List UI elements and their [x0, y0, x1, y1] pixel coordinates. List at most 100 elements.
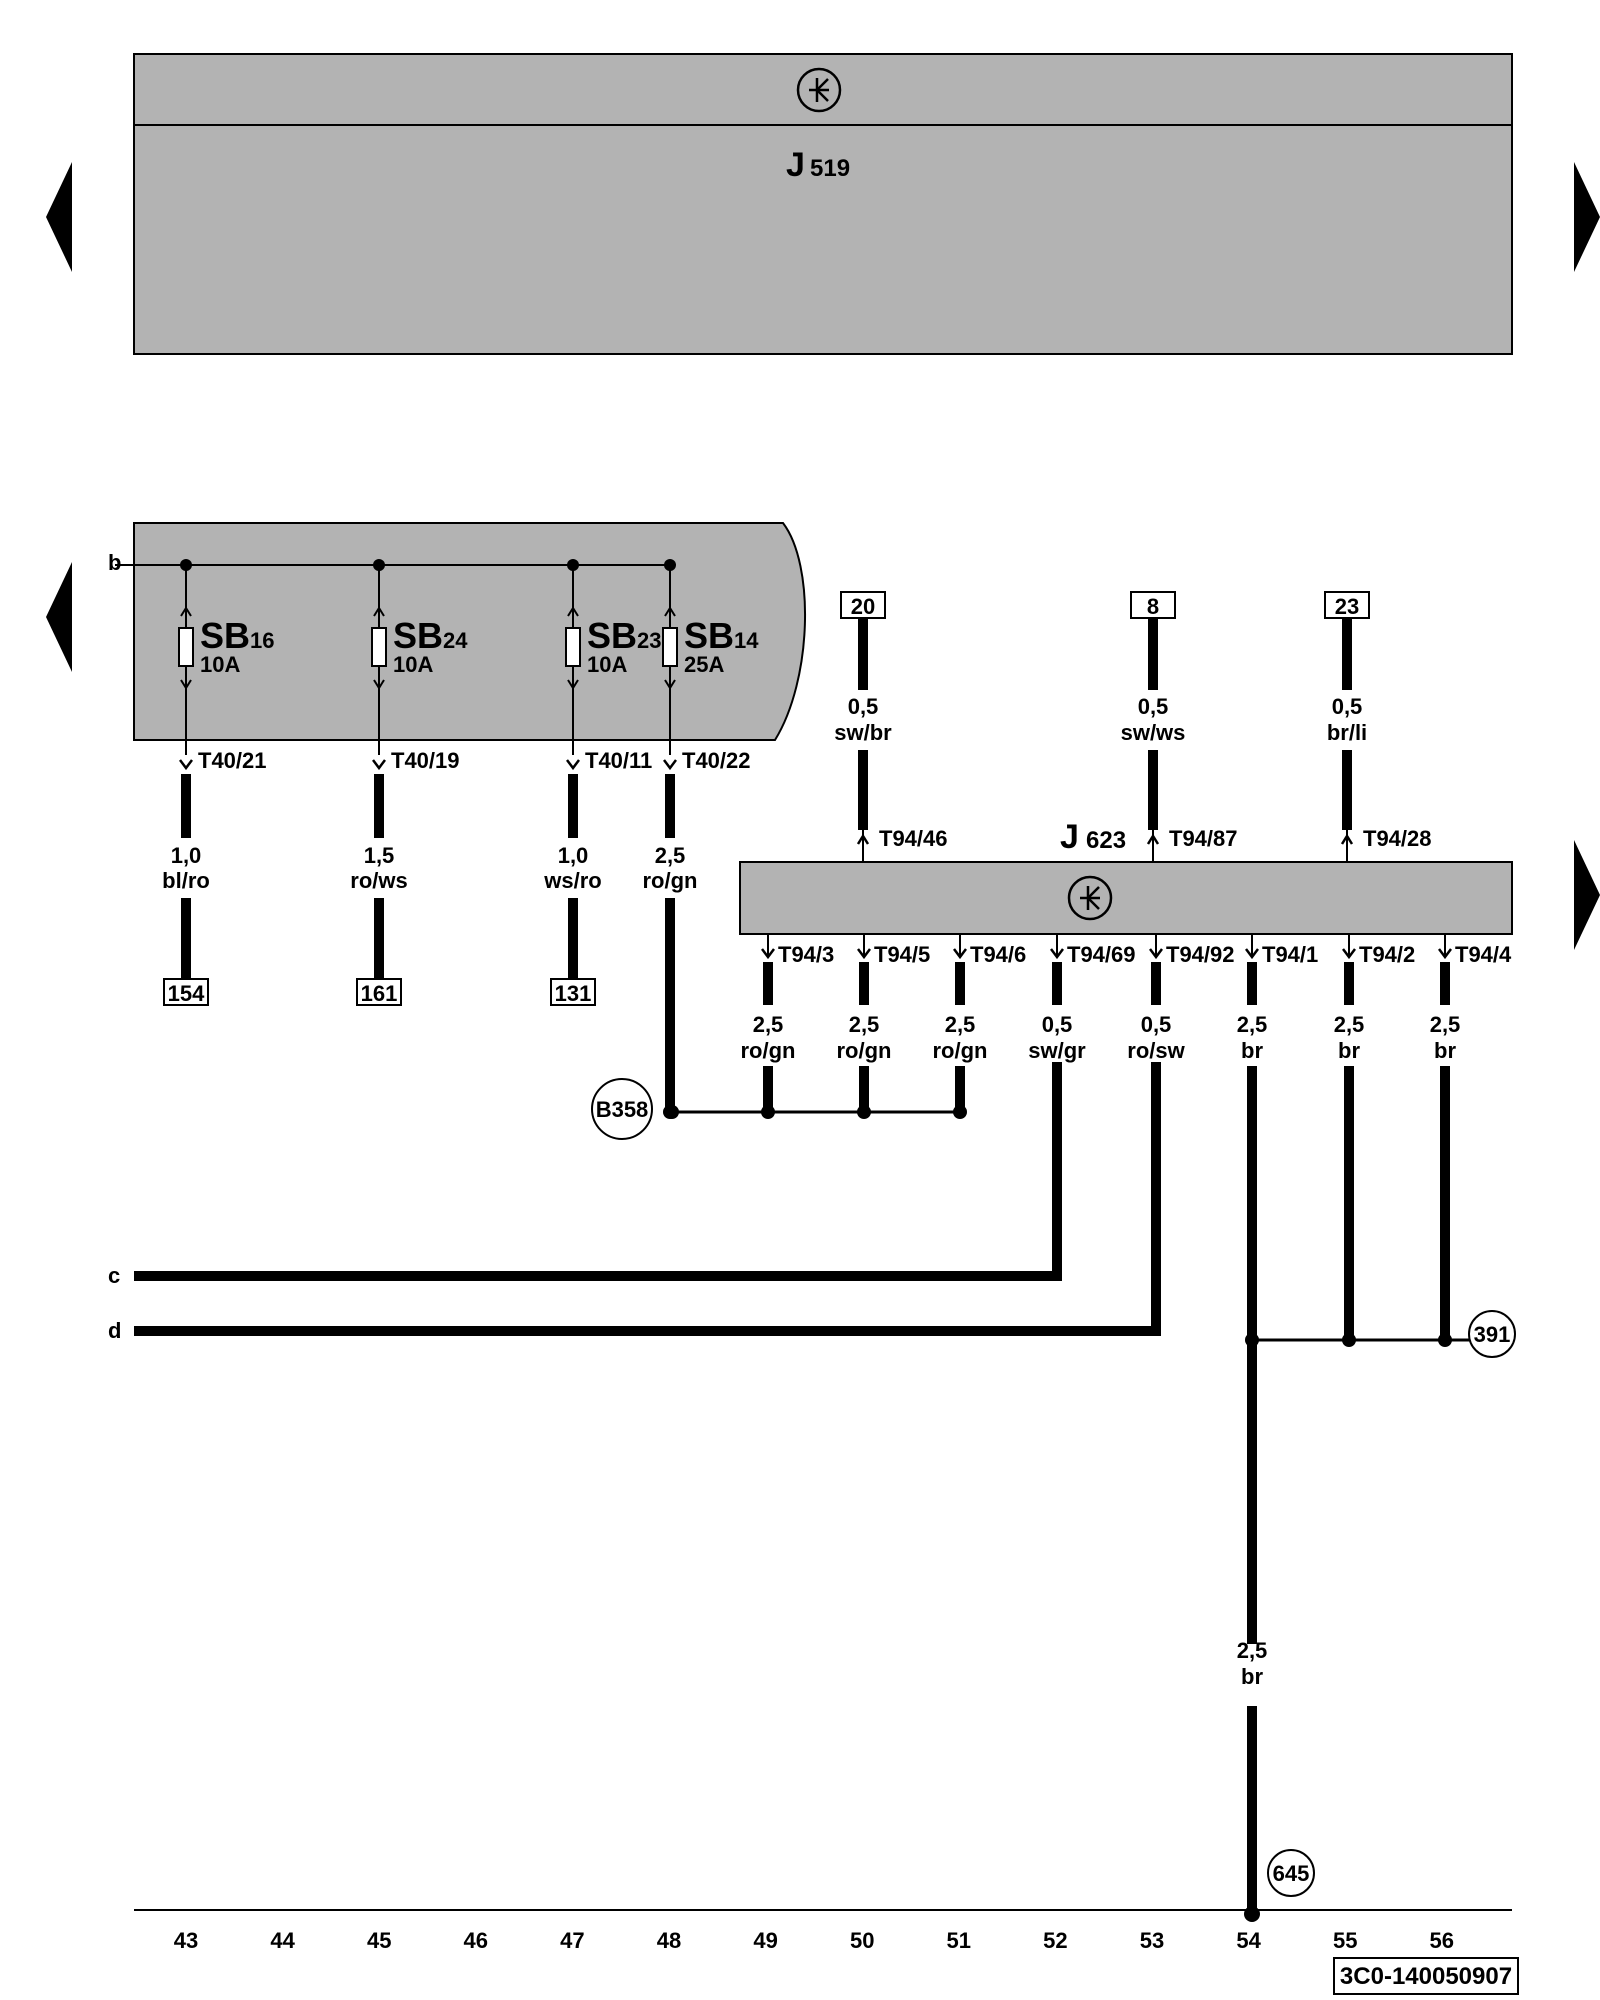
column-number: 49	[753, 1928, 777, 1953]
bottom-wire-size: 2,5	[753, 1012, 784, 1037]
pin-arrow-icon	[1342, 948, 1356, 960]
pin-arrow-icon	[1050, 948, 1064, 960]
fuse-pin-label: T40/21	[198, 748, 267, 773]
electronic-unit-icon	[1067, 875, 1113, 921]
pin-arrow-icon	[953, 948, 967, 960]
fuse-label-index: 24	[443, 628, 468, 653]
pin-arrow-icon	[857, 948, 871, 960]
ground-wire-size: 2,5	[1237, 1638, 1268, 1663]
column-number: 50	[850, 1928, 874, 1953]
bottom-pin-label: T94/5	[874, 942, 930, 967]
connection-label-b358: B358	[596, 1097, 649, 1122]
fuse-ref-box-label: 161	[361, 981, 398, 1006]
top-pin-label: T94/87	[1169, 826, 1238, 851]
column-number: 44	[270, 1928, 295, 1953]
fuse-label: SB	[393, 615, 443, 656]
column-number: 54	[1236, 1928, 1261, 1953]
bottom-wire-color: sw/gr	[1028, 1038, 1086, 1063]
bottom-wire-color: br	[1338, 1038, 1360, 1063]
top-wire-color: sw/br	[834, 720, 892, 745]
pin-arrow-icon	[761, 948, 775, 960]
top-ref-box-label: 20	[851, 594, 875, 619]
control-unit-j519: J 519	[133, 53, 1513, 355]
fuse-icon	[371, 627, 387, 667]
pin-arrow-icon	[1245, 948, 1259, 960]
j623-bottom-output: T94/6 2,5ro/gn	[933, 934, 1026, 1112]
pin-arrow-icon	[1340, 833, 1354, 845]
bottom-pin-label: T94/92	[1166, 942, 1235, 967]
top-ref-box: 20	[840, 591, 886, 619]
side-label-b: b	[108, 550, 121, 575]
fuse-rating: 10A	[587, 652, 627, 677]
prev-page-arrow-icon-lower[interactable]	[46, 562, 72, 672]
j623-bottom-output: T94/690,5sw/gr	[1028, 934, 1136, 1063]
pin-arrow-icon	[179, 759, 193, 771]
prev-page-arrow-icon[interactable]	[46, 162, 72, 272]
diagram-reference-number: 3C0-140050907	[1340, 1963, 1512, 1990]
j623-label-index: 623	[1086, 827, 1126, 854]
fuse-wire-size: 2,5	[655, 843, 686, 868]
top-ref-box-label: 23	[1335, 594, 1359, 619]
column-number: 46	[464, 1928, 488, 1953]
top-wire-color: br/li	[1327, 720, 1367, 745]
connection-point-b358: B358	[591, 1078, 653, 1140]
fuse-label-index: 23	[637, 628, 661, 653]
bottom-pin-label: T94/6	[970, 942, 1026, 967]
fuse-pin-label: T40/19	[391, 748, 460, 773]
connection-point-645: 645	[1267, 1849, 1315, 1897]
pin-arrow-icon	[1146, 833, 1160, 845]
pin-arrow-icon	[566, 759, 580, 771]
connection-label-645: 645	[1273, 1861, 1310, 1886]
fuse-wire-color: ro/ws	[350, 868, 407, 893]
fuse-label-index: 14	[734, 628, 759, 653]
fuse-ref-box: 154	[163, 978, 209, 1006]
fuse-label: SB	[684, 615, 734, 656]
bottom-wire-size: 2,5	[945, 1012, 976, 1037]
fuse-rating: 25A	[684, 652, 724, 677]
fuse-wire-size: 1,0	[558, 843, 589, 868]
bottom-wire-color: ro/gn	[741, 1038, 796, 1063]
j519-label: J	[786, 146, 805, 184]
connection-label-391: 391	[1474, 1322, 1511, 1347]
j623-bottom-output: T94/52,5ro/gn	[837, 934, 930, 1112]
bottom-pin-label: T94/2	[1359, 942, 1415, 967]
bottom-wire-size: 2,5	[1334, 1012, 1365, 1037]
j623-bottom-output: T94/920,5ro/sw	[1127, 934, 1235, 1063]
control-unit-j623: J 623	[739, 818, 1513, 935]
bottom-pin-label: T94/3	[778, 942, 834, 967]
bottom-pin-label: T94/4	[1455, 942, 1512, 967]
pin-arrow-icon	[663, 759, 677, 771]
fuse-icon	[565, 627, 581, 667]
fuse-wire-size: 1,0	[171, 843, 202, 868]
column-number: 51	[947, 1928, 971, 1953]
bottom-wire-size: 2,5	[1237, 1012, 1268, 1037]
bottom-pin-label: T94/69	[1067, 942, 1136, 967]
fuse-rating: 10A	[200, 652, 240, 677]
pin-arrow-icon	[1149, 948, 1163, 960]
fuse-wire-color: ro/gn	[643, 868, 698, 893]
next-page-arrow-icon-lower[interactable]	[1574, 840, 1600, 950]
top-ref-box: 8	[1130, 591, 1176, 619]
column-number: 53	[1140, 1928, 1164, 1953]
bottom-wire-color: ro/gn	[837, 1038, 892, 1063]
j623-bottom-output: T94/42,5br	[1430, 934, 1512, 1340]
fuse-label-index: 16	[250, 628, 274, 653]
j623-bottom-output: T94/2 2,5br	[1334, 934, 1415, 1340]
fuse-ref-box: 131	[550, 978, 596, 1006]
column-number: 52	[1043, 1928, 1067, 1953]
fuse-icon	[178, 627, 194, 667]
top-pin-label: T94/46	[879, 826, 948, 851]
pin-arrow-icon	[1438, 948, 1452, 960]
fuse-label: SB	[200, 615, 250, 656]
top-ref-box-label: 8	[1147, 594, 1159, 619]
j623-top-inputs: 200,5sw/brT94/4680,5sw/wsT94/87230,5br/l…	[834, 591, 1432, 862]
next-page-arrow-icon[interactable]	[1574, 162, 1600, 272]
bottom-wire-color: ro/gn	[933, 1038, 988, 1063]
